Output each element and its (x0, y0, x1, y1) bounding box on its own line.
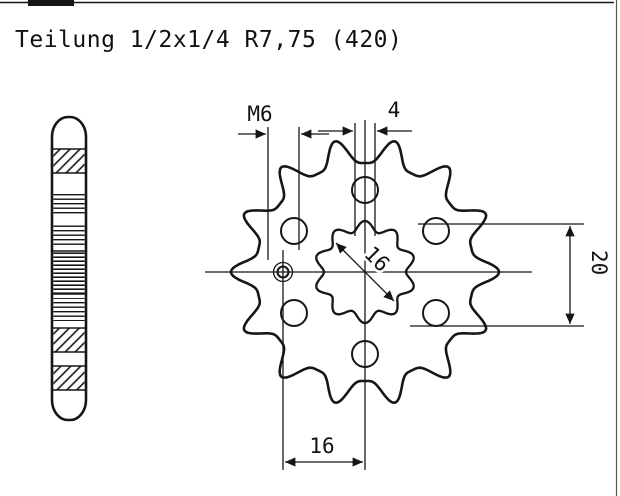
stripe-band (53, 193, 85, 216)
bolt-hole (351, 340, 379, 368)
hatch-band (53, 328, 85, 352)
top-left-mark (28, 0, 74, 6)
spline-bore (315, 219, 415, 325)
label-hole-offset: 16 (309, 434, 334, 458)
centerlines (205, 120, 532, 470)
sprocket-side-view (50, 115, 88, 422)
m6-hole-outer (272, 261, 294, 283)
m6-hole-inner (276, 265, 290, 279)
dim-slot-width: 4 (318, 96, 412, 236)
dim-hub-diameter: 20 (410, 223, 614, 327)
label-slot-width: 4 (388, 98, 401, 122)
stripe-band (53, 298, 85, 321)
dim-thread-m6: M6 (238, 100, 329, 260)
sprocket-outline (229, 140, 501, 404)
bolt-hole (422, 217, 450, 245)
dim-hole-offset: 16 (285, 432, 363, 467)
sprocket-front-view (205, 120, 532, 470)
label-hub-diameter: 20 (587, 250, 611, 275)
drawing-title: Teilung 1/2x1/4 R7,75 (420) (15, 27, 402, 53)
dimension-arrow-line (335, 242, 395, 302)
side-view-spline-band (53, 250, 85, 295)
side-view-hatch-bands (53, 148, 85, 391)
bolt-hole (280, 299, 308, 327)
spline-band (53, 251, 85, 294)
stripe-band (53, 223, 85, 247)
dimensions: M6 4 16 20 16 (238, 96, 614, 467)
bolt-hole (422, 299, 450, 327)
bolt-hole (351, 176, 379, 204)
hatch-band (53, 149, 85, 173)
bolt-hole (280, 217, 308, 245)
hatch-band (53, 366, 85, 390)
side-view-stripe-bands (53, 193, 85, 321)
label-thread-size: M6 (247, 102, 272, 126)
